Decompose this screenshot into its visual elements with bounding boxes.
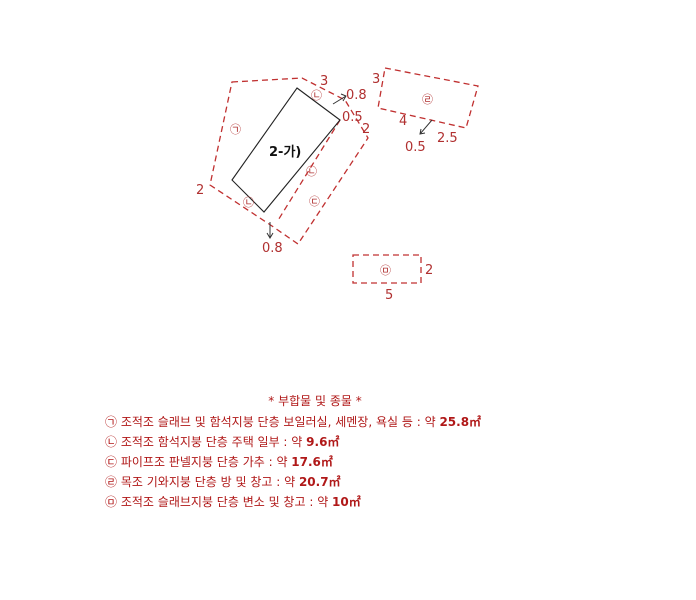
marker-e: ㉤ [380, 264, 391, 277]
arrow-bottom-icon [266, 222, 274, 239]
legend-marker: ㉡ [105, 435, 118, 449]
dim-e-5: 5 [385, 288, 393, 303]
legend-title: * 부합물 및 종물 * [268, 394, 362, 408]
dim-left-2: 2 [196, 183, 204, 198]
arrow-top-icon [332, 93, 347, 105]
dim-arrow-08-top: 0.8 [346, 88, 367, 103]
marker-c: ㉢ [309, 195, 320, 208]
legend-area: 9.6㎡ [306, 435, 340, 449]
legend-marker: ㉠ [105, 415, 118, 429]
legend-text: 조적조 슬래브지붕 단층 변소 및 창고 : 약 [120, 495, 333, 509]
legend-area: 20.7㎡ [298, 475, 341, 489]
legend-item: ㉠ 조적조 슬래브 및 함석지붕 단층 보일러실, 세멘장, 욕실 등 : 약 … [105, 413, 585, 430]
building-e-outline [352, 254, 422, 284]
marker-a: ㉠ [230, 123, 241, 136]
dim-top-3: 3 [320, 74, 328, 89]
dim-e-2: 2 [425, 263, 433, 278]
dim-d-3: 3 [372, 72, 380, 87]
dim-bottom-08: 0.8 [262, 241, 283, 256]
building-d-outline [377, 67, 479, 129]
legend-marker: ㉤ [105, 495, 118, 509]
site-sketch: 2-가) ㉠ ㉡ ㉡ ㉡ ㉢ 3 0.8 0.5 2 2 0.8 ㉣ 3 4 0… [196, 67, 479, 303]
main-building-label: 2-가) [269, 145, 301, 160]
legend-item: ㉡ 조적조 함석지붕 단층 주택 일부 : 약 9.6㎡ [105, 433, 585, 450]
legend-marker: ㉢ [105, 455, 118, 469]
svg-text:㉡: ㉡ [311, 89, 322, 102]
marker-b-top: ㉡ [311, 89, 322, 102]
dim-arrow-05: 0.5 [342, 110, 363, 125]
dim-d-4: 4 [399, 114, 407, 129]
legend-item: ㉤ 조적조 슬래브지붕 단층 변소 및 창고 : 약 10㎡ [105, 493, 585, 510]
marker-d: ㉣ [422, 93, 433, 106]
legend-text: 목조 기와지붕 단층 방 및 창고 : 약 [120, 475, 299, 489]
legend-area: 25.8㎡ [439, 415, 482, 429]
svg-text:㉢: ㉢ [309, 195, 320, 208]
svg-text:㉡: ㉡ [243, 196, 254, 209]
marker-b-mid: ㉡ [306, 165, 317, 178]
legend-area: 17.6㎡ [291, 455, 333, 469]
dim-d-05: 0.5 [405, 140, 426, 155]
dim-d-25: 2.5 [437, 131, 458, 146]
legend: * 부합물 및 종물 * ㉠ 조적조 슬래브 및 함석지붕 단층 보일러실, 세… [105, 392, 585, 513]
arrow-d-icon [419, 119, 433, 135]
legend-text: 조적조 슬래브 및 함석지붕 단층 보일러실, 세멘장, 욕실 등 : 약 [120, 415, 440, 429]
legend-item: ㉣ 목조 기와지붕 단층 방 및 창고 : 약 20.7㎡ [105, 473, 585, 490]
legend-text: 파이프조 판넬지붕 단층 가추 : 약 [120, 455, 292, 469]
main-building-outline [231, 87, 341, 213]
legend-marker: ㉣ [105, 475, 118, 489]
svg-text:㉡: ㉡ [306, 165, 317, 178]
dim-right-2: 2 [362, 122, 370, 137]
marker-b-bottom: ㉡ [243, 196, 254, 209]
legend-text: 조적조 함석지붕 단층 주택 일부 : 약 [120, 435, 307, 449]
legend-area: 10㎡ [332, 495, 361, 509]
legend-item: ㉢ 파이프조 판넬지붕 단층 가추 : 약 17.6㎡ [105, 453, 585, 470]
svg-text:㉠: ㉠ [230, 123, 241, 136]
outer-dashed-boundary [209, 77, 369, 245]
